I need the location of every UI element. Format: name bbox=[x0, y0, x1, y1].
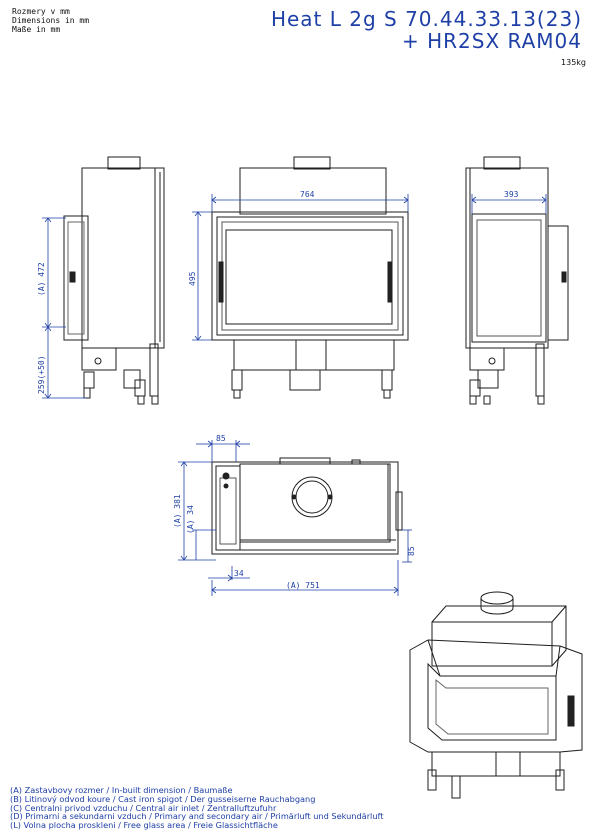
dim-front-height: 495 bbox=[188, 271, 197, 286]
top-dimensions bbox=[178, 440, 412, 596]
dim-front-width: 764 bbox=[300, 190, 315, 199]
right-dimensions bbox=[471, 194, 547, 214]
dim-top-right: 85 bbox=[407, 546, 416, 556]
dim-top-width: (A) 751 bbox=[286, 581, 320, 590]
units-de: Maße in mm bbox=[12, 25, 61, 34]
legend-b: (B) Litinový odvod koure / Cast iron spi… bbox=[10, 793, 316, 804]
legend-d: (D) Primarni a sekundarni vzduch / Prima… bbox=[10, 811, 384, 822]
dim-top-inner-value: (A) 34 bbox=[186, 505, 195, 534]
model-line-2: + HR2SX RAM04 bbox=[401, 29, 582, 53]
top-view bbox=[211, 457, 403, 555]
dim-top-depth: (A) 381 bbox=[173, 494, 182, 528]
units-cz: Rozmery v mm bbox=[12, 7, 70, 16]
side-dimensions bbox=[42, 217, 86, 399]
dim-right-width: 393 bbox=[504, 190, 519, 199]
units-note: Rozmery v mm Dimensions in mm Maße in mm bbox=[12, 7, 89, 34]
legend-l: (L) Volna plocha proskleni / Free glass … bbox=[10, 820, 278, 831]
front-view bbox=[211, 156, 409, 399]
legend-a: (A) Zastavbovy rozmer / In-built dimensi… bbox=[10, 785, 233, 795]
model-line-1: Heat L 2g S 70.44.33.13(23) bbox=[270, 7, 582, 31]
weight-label: 135kg bbox=[561, 58, 586, 67]
side-view bbox=[63, 156, 165, 405]
dim-side-height: (A) 472 bbox=[37, 262, 46, 296]
dim-top-bottom-offset: 34 bbox=[234, 569, 244, 578]
front-dimensions bbox=[192, 194, 409, 341]
dim-side-bottom: 259(+50) bbox=[37, 355, 46, 394]
model-title: Heat L 2g S 70.44.33.13(23) + HR2SX RAM0… bbox=[271, 8, 582, 52]
isometric-view bbox=[409, 591, 583, 799]
legend: (A) Zastavbovy rozmer / In-built dimensi… bbox=[10, 786, 383, 830]
right-view bbox=[465, 156, 569, 405]
dim-top-offset: 85 bbox=[216, 434, 226, 443]
units-en: Dimensions in mm bbox=[12, 16, 90, 25]
legend-c: (C) Centralni privod vzduchu / Central a… bbox=[10, 802, 277, 813]
